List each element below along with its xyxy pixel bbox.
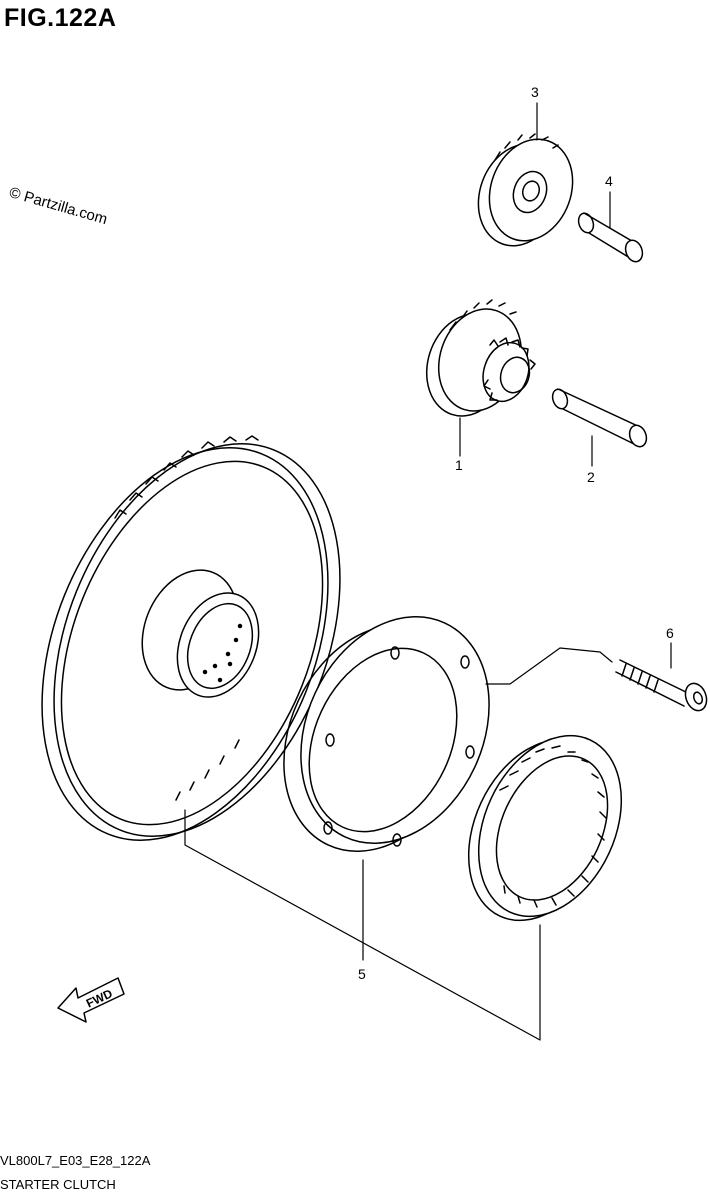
one-way-clutch-bearing — [467, 734, 623, 922]
fwd-label: FWD — [84, 986, 115, 1010]
callout-5: 5 — [358, 966, 366, 982]
bolt-part-6 — [615, 659, 708, 712]
parts-diagram: 3 4 1 2 6 5 FWD — [41, 84, 708, 1041]
fwd-arrow-icon — [57, 977, 125, 1023]
figure-title: FIG.122A — [4, 4, 117, 32]
idler-gear-part-3 — [477, 133, 574, 247]
shaft-part-4 — [577, 212, 644, 263]
idle-gear-part-1 — [425, 299, 536, 417]
figure-code: VL800L7_E03_E28_122A — [0, 1153, 151, 1168]
shaft-part-2 — [551, 388, 648, 448]
callout-2: 2 — [587, 469, 595, 485]
callout-4: 4 — [605, 173, 613, 189]
figure-name: STARTER CLUTCH — [0, 1177, 116, 1192]
callout-1: 1 — [455, 457, 463, 473]
callout-6: 6 — [666, 625, 674, 641]
clutch-housing-part-5 — [283, 616, 490, 852]
leader-lines — [184, 102, 672, 1041]
callout-3: 3 — [531, 84, 539, 100]
